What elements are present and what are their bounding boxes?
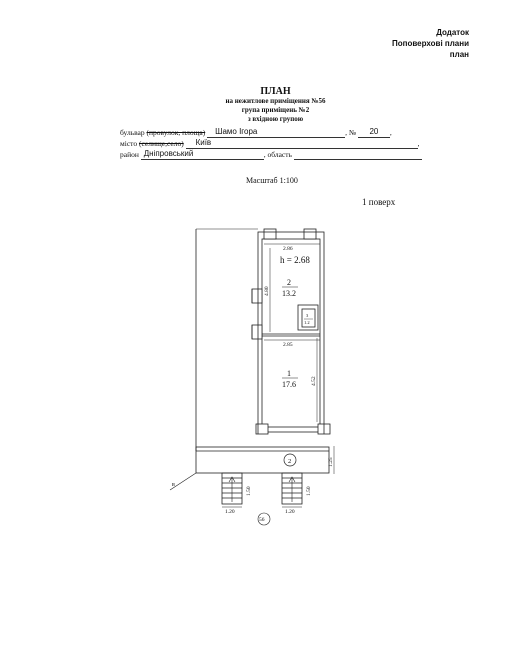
closet-wall: [297, 304, 319, 331]
region-label: , область: [263, 150, 292, 159]
unit-number: 56: [259, 517, 265, 523]
dim-top-width: 2.86: [283, 246, 293, 252]
stairs-left: [221, 472, 243, 505]
porch-marker-circle: [283, 453, 297, 467]
room1-length: 4.52: [311, 376, 317, 386]
stair-right-width: 1.20: [285, 509, 295, 515]
porch-marker: 2: [288, 458, 291, 465]
room2-number: 2: [287, 278, 291, 287]
district-value: Дніпровський: [140, 148, 264, 160]
street-struck-options: (провулок, площа): [146, 128, 206, 137]
room2-length: 4.80: [264, 286, 270, 296]
street-prefix: бульвар: [120, 128, 145, 137]
house-number-value: 20: [357, 126, 390, 138]
city-value: Київ: [185, 137, 418, 149]
appendix-type: план: [449, 50, 469, 59]
premises-inner-wall: [261, 238, 321, 428]
scale-label: Масштаб 1:100: [246, 176, 298, 185]
appendix-title: Додаток: [436, 28, 469, 37]
room1-area: 17.6: [282, 380, 296, 389]
stairs-right: [281, 472, 303, 505]
ceiling-height: h = 2.68: [280, 255, 310, 265]
stair-left-width: 1.20: [225, 509, 235, 515]
street-value: Шамо Ігора: [207, 126, 346, 138]
address-district-line: район Дніпровський, область: [120, 148, 422, 160]
dim-mid-width: 2.85: [283, 342, 293, 348]
floor-label: 1 поверх: [362, 197, 396, 207]
region-value: [293, 148, 422, 160]
address-street-line: бульвар (провулок, площа) Шамо Ігора, № …: [120, 126, 392, 138]
plan-subtitle-entrance: з вхідною групою: [247, 115, 304, 123]
stair-left-length: 1.50: [246, 486, 252, 496]
appendix-header: Додаток Поповерхові плани план: [392, 27, 469, 60]
entrance-porch: [195, 446, 330, 474]
district-label: район: [120, 150, 139, 159]
house-number-label: , №: [345, 128, 357, 137]
appendix-subtitle: Поповерхові плани: [391, 39, 469, 48]
axis-label: в: [172, 482, 175, 488]
plan-subtitle-premises: на нежитлове приміщення №56: [225, 97, 326, 105]
axis-line: [169, 472, 197, 491]
stair-right-length: 1.50: [306, 486, 312, 496]
city-struck-options: (селище,село): [138, 139, 184, 148]
unit-number-circle: [257, 512, 271, 526]
plan-subtitle-group: група приміщень №2: [241, 106, 310, 114]
city-prefix: місто: [120, 139, 138, 148]
room2-area: 13.2: [282, 289, 296, 298]
address-city-line: місто (селище,село) Київ,: [120, 137, 420, 149]
room1-number: 1: [287, 369, 291, 378]
closet-area: 1.2: [304, 320, 310, 325]
plan-title: ПЛАН: [260, 86, 291, 97]
porch-depth: 1.25: [328, 457, 334, 467]
closet-number: 3: [306, 313, 309, 318]
